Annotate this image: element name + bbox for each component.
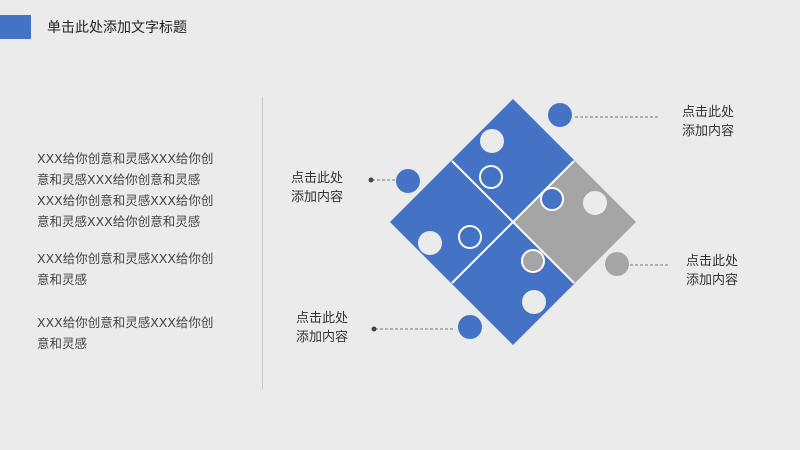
slide-title[interactable]: 单击此处添加文字标题	[47, 20, 187, 36]
text-line: XXX给你创意和灵感XXX给你创	[37, 251, 214, 266]
text-line: XXX给你创意和灵感XXX给你创	[37, 315, 214, 330]
puzzle-hole	[583, 191, 607, 215]
callout-line: 点击此处	[686, 254, 739, 269]
callout-line: 点击此处	[682, 105, 735, 120]
puzzle-knob	[605, 252, 629, 276]
callout-line: 点击此处	[291, 171, 344, 186]
callout-line: 点击此处	[296, 311, 349, 326]
text-line: XXX给你创意和灵感XXX给你创	[37, 151, 214, 166]
text-paragraph-3[interactable]: XXX给你创意和灵感XXX给你创 意和灵感	[37, 312, 213, 354]
puzzle-piece-left[interactable]	[389, 160, 513, 284]
text-line: 意和灵感	[37, 336, 88, 351]
callout-line: 添加内容	[296, 330, 349, 345]
text-paragraph-1[interactable]: XXX给你创意和灵感XXX给你创 意和灵感XXX给你创意和灵感 XXX给你创意和…	[37, 148, 213, 232]
puzzle-knob	[521, 249, 545, 273]
puzzle-knob	[540, 187, 564, 211]
puzzle-hole	[480, 129, 504, 153]
callout-right[interactable]: 点击此处 添加内容	[686, 252, 738, 290]
text-line: XXX给你创意和灵感XXX给你创	[37, 193, 214, 208]
puzzle-knob	[548, 103, 572, 127]
callout-bottom-left[interactable]: 点击此处 添加内容	[296, 309, 348, 347]
text-paragraph-2[interactable]: XXX给你创意和灵感XXX给你创 意和灵感	[37, 248, 213, 290]
divider	[262, 97, 263, 389]
title-accent-bar	[0, 15, 31, 39]
puzzle-knob	[396, 169, 420, 193]
callout-line: 添加内容	[682, 124, 735, 139]
puzzle-knob	[458, 225, 482, 249]
text-line: 意和灵感	[37, 272, 88, 287]
callout-line: 添加内容	[291, 190, 344, 205]
text-line: 意和灵感XXX给你创意和灵感	[37, 214, 201, 229]
puzzle-hole	[418, 231, 442, 255]
puzzle-knob	[458, 315, 482, 339]
text-line: 意和灵感XXX给你创意和灵感	[37, 172, 201, 187]
callout-line: 添加内容	[686, 273, 739, 288]
callout-top-right[interactable]: 点击此处 添加内容	[682, 103, 734, 141]
puzzle-hole	[522, 290, 546, 314]
puzzle-knob	[479, 165, 503, 189]
callout-left[interactable]: 点击此处 添加内容	[291, 169, 343, 207]
